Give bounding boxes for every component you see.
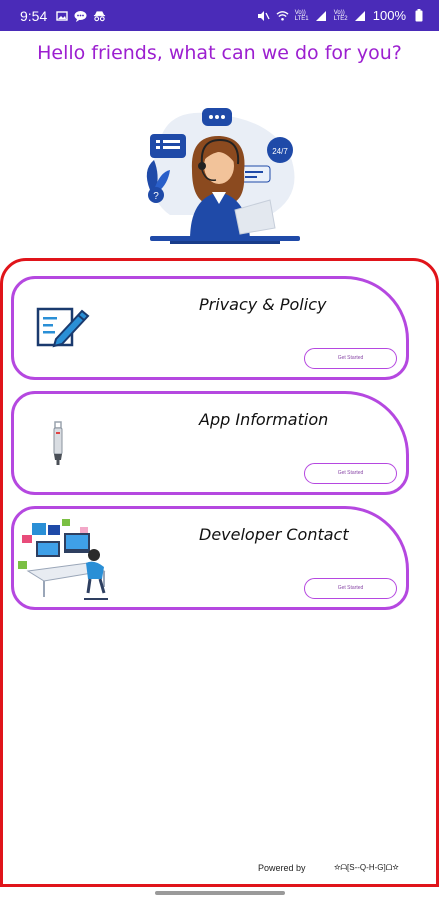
svg-text:24/7: 24/7 — [272, 147, 288, 156]
svg-text:?: ? — [153, 191, 159, 202]
document-pen-icon — [34, 303, 92, 358]
card-title: Privacy & Policy — [199, 295, 327, 314]
menu-panel — [0, 258, 439, 887]
gesture-nav-handle[interactable] — [155, 891, 285, 895]
incognito-icon — [93, 9, 106, 22]
wifi-icon — [276, 9, 289, 22]
volte-lte2-label: Vo)) LTE2 — [333, 9, 348, 22]
developer-contact-card[interactable]: Developer Contact Get Started — [11, 506, 409, 610]
signal-icon — [354, 9, 367, 22]
card-title: Developer Contact — [199, 525, 349, 544]
support-agent-illustration: 24/7 ? — [130, 100, 310, 250]
chat-icon — [74, 9, 87, 22]
volte-lte1-label: Vo)) LTE1 — [294, 9, 309, 22]
greeting-heading: Hello friends, what can we do for you? — [37, 42, 402, 64]
usb-stick-icon — [50, 420, 66, 473]
get-started-button[interactable]: Get Started — [304, 578, 397, 599]
status-time: 9:54 — [20, 7, 48, 24]
mute-icon — [257, 9, 270, 22]
get-started-button[interactable]: Get Started — [304, 348, 397, 369]
privacy-policy-card[interactable]: Privacy & Policy Get Started — [11, 276, 409, 380]
app-information-card[interactable]: App Information Get Started — [11, 391, 409, 495]
brand-label: ☆ᗩ[S--Q-H-G]ᗝ☆ — [334, 863, 399, 872]
battery-percent: 100% — [372, 8, 406, 23]
battery-icon — [412, 9, 425, 22]
gallery-icon — [55, 9, 68, 22]
signal-icon — [315, 9, 328, 22]
status-bar: 9:54 Vo)) LTE1 Vo)) LTE2 100% — [0, 0, 439, 31]
card-title: App Information — [199, 410, 329, 429]
powered-by-label: Powered by — [258, 863, 306, 873]
developer-desk-icon — [18, 513, 114, 610]
get-started-button[interactable]: Get Started — [304, 463, 397, 484]
